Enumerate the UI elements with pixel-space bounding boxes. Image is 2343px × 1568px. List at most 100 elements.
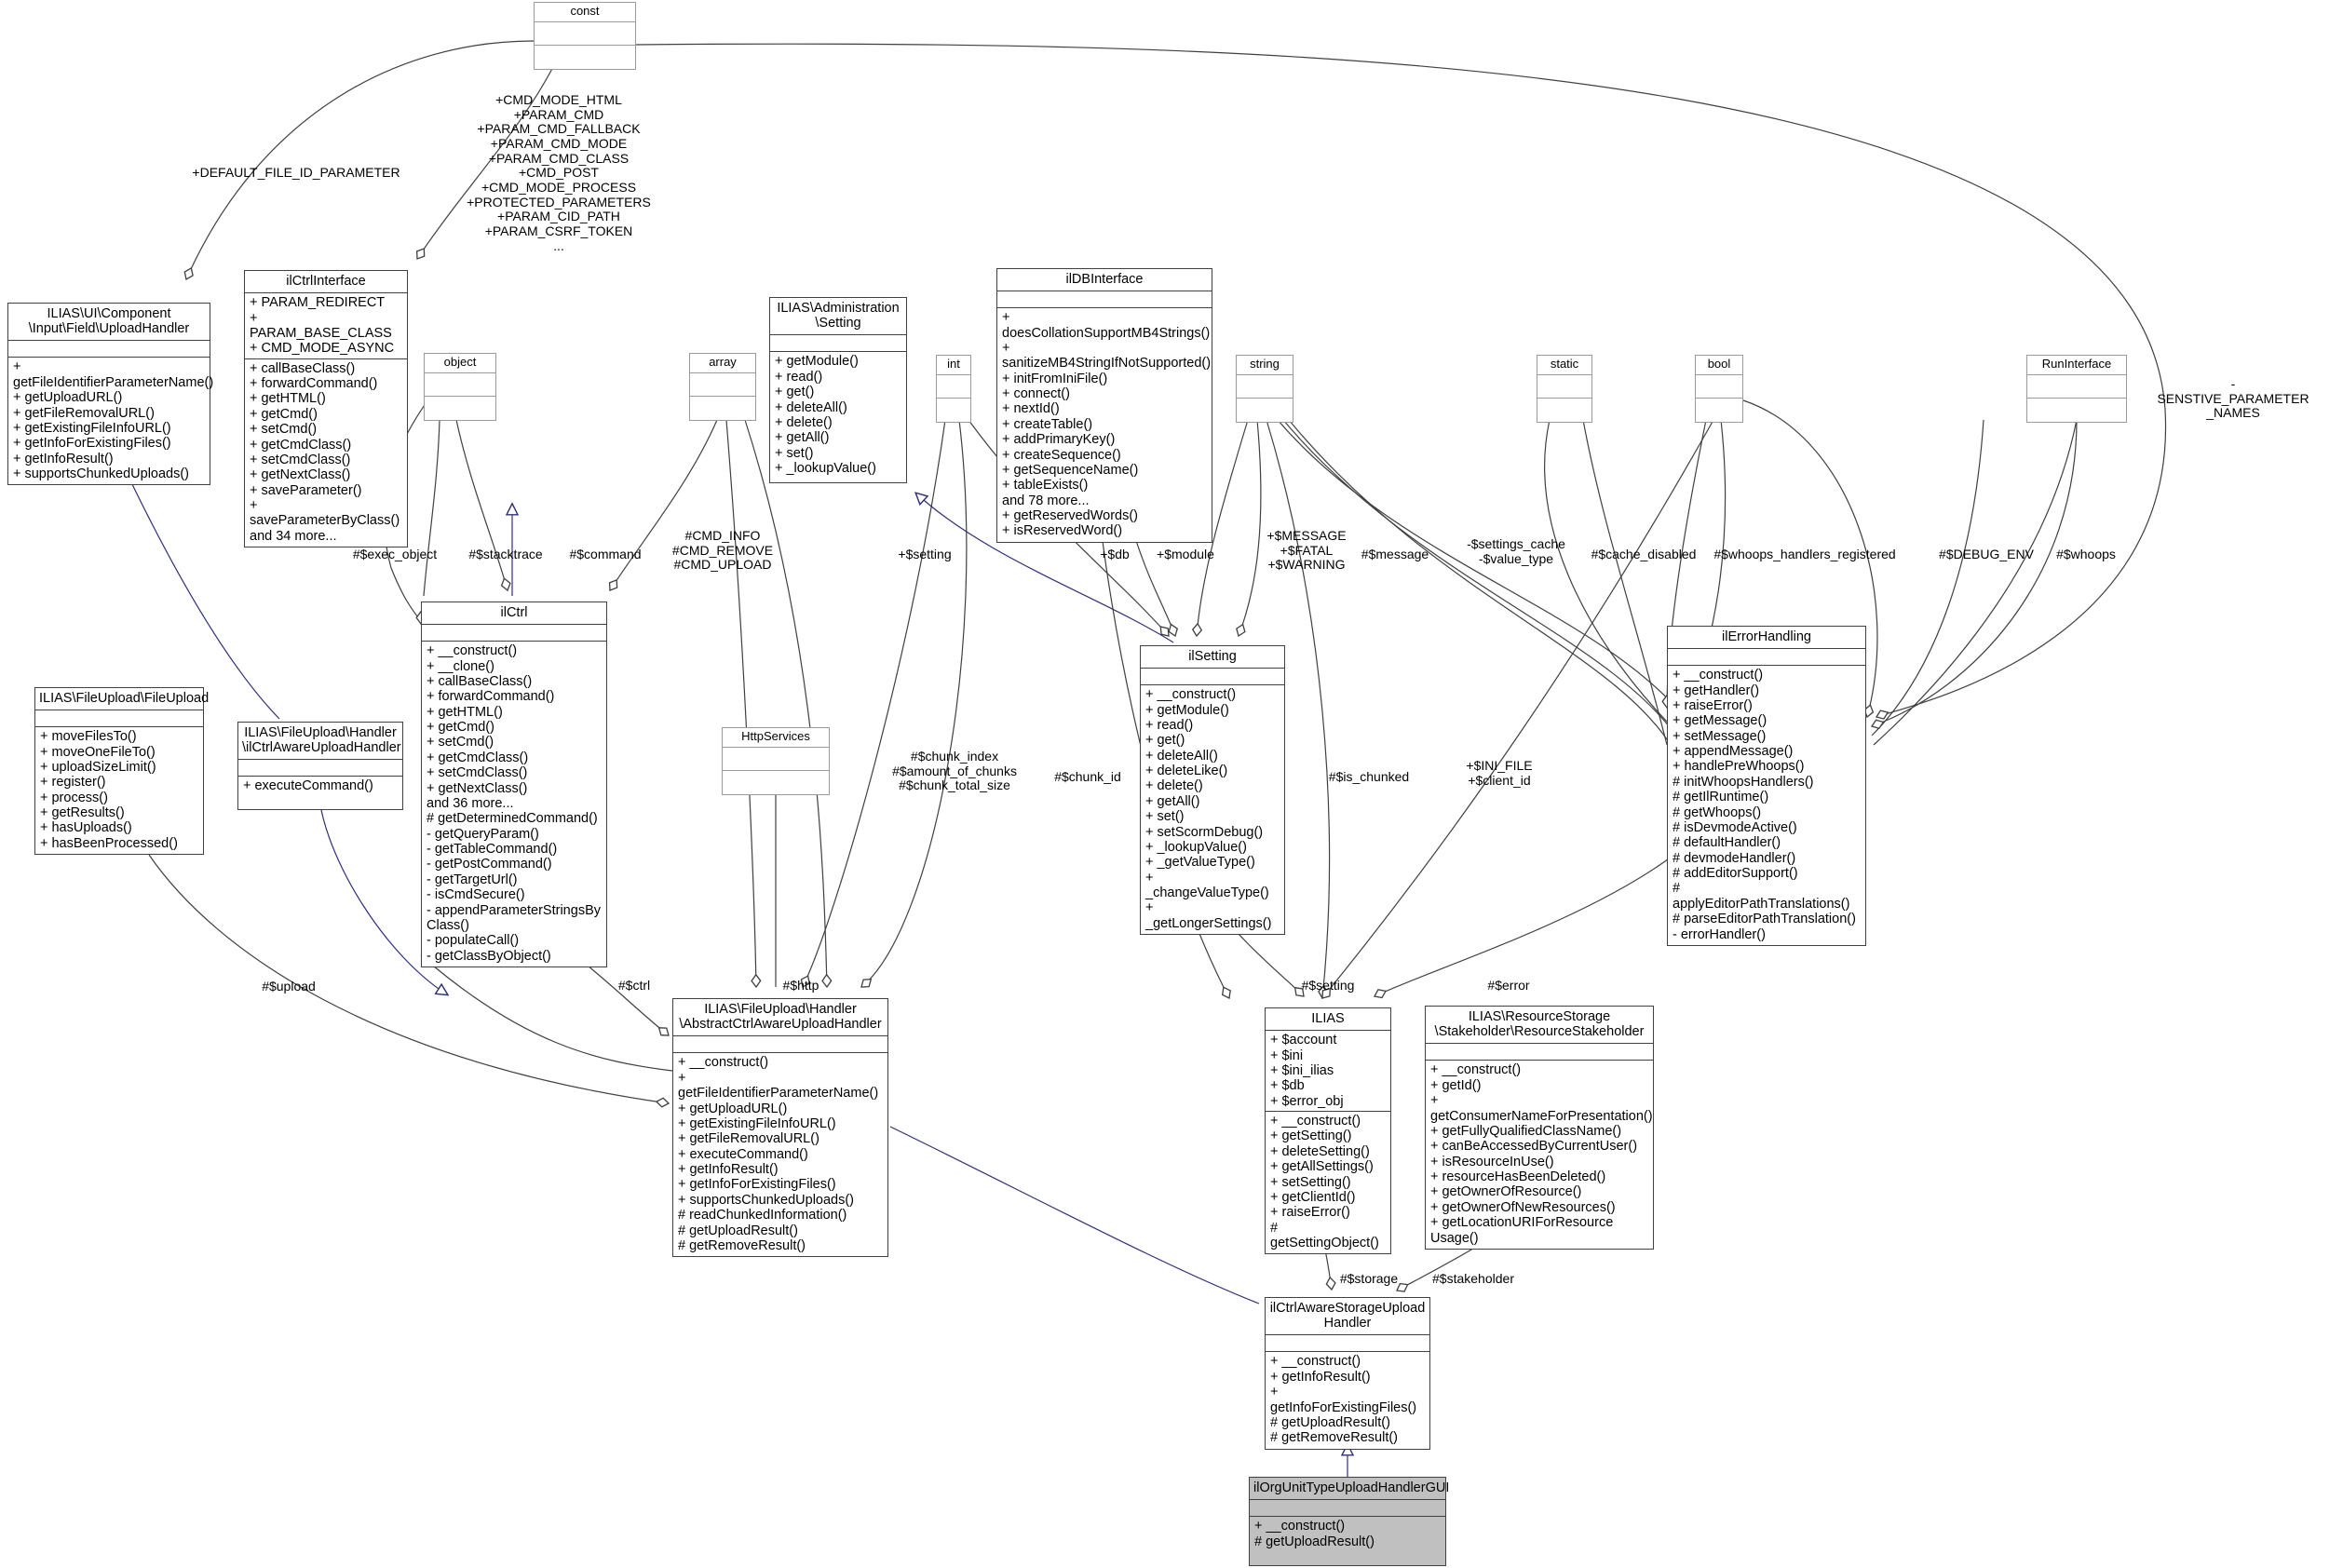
class-operation-row: + getLocationURIForResource Usage()	[1430, 1215, 1614, 1246]
uml-class-resourcestakeholder[interactable]: ILIAS\ResourceStorage \Stakeholder\Resou…	[1425, 1006, 1654, 1250]
class-operations: + __construct()+ getId()+ getConsumerNam…	[1426, 1061, 1653, 1249]
class-operation-row: + deleteAll()	[775, 399, 847, 415]
uml-class-const[interactable]: const	[534, 2, 636, 70]
class-title: ilOrgUnitTypeUploadHandlerGUI	[1250, 1478, 1449, 1501]
class-operation-row: and 34 more...	[250, 528, 337, 544]
edge-label-chunk-index-amount-total: #$chunk_index #$amount_of_chunks #$chunk…	[892, 749, 1017, 793]
class-attributes	[1266, 1335, 1429, 1353]
class-operation-row: + getNextClass()	[427, 780, 528, 796]
class-operation-row: + process()	[40, 790, 108, 805]
class-attributes	[1237, 375, 1293, 399]
uml-class-array[interactable]: array	[689, 353, 756, 421]
class-attributes	[1141, 669, 1284, 686]
uml-class-ilctrl[interactable]: ilCtrl+ __construct()+ __clone()+ callBa…	[421, 602, 607, 968]
class-operation-row: # getUploadResult()	[1270, 1414, 1390, 1430]
class-operation-row: + getModule()	[1145, 702, 1229, 718]
uml-class-object[interactable]: object	[424, 353, 496, 421]
edge-label-const-members: +CMD_MODE_HTML +PARAM_CMD +PARAM_CMD_FAL…	[467, 92, 651, 253]
uml-class-ilsetting[interactable]: ilSetting+ __construct()+ getModule()+ r…	[1140, 645, 1285, 936]
uml-class-adminsetting[interactable]: ILIAS\Administration \Setting+ getModule…	[769, 297, 907, 483]
uml-class-ilctrlinterface[interactable]: ilCtrlInterface+ PARAM_REDIRECT+ PARAM_B…	[244, 270, 408, 548]
uml-class-abstractctrlawareuploadhandler[interactable]: ILIAS\FileUpload\Handler \AbstractCtrlAw…	[672, 998, 888, 1258]
class-operation-row: - getQueryParam()	[427, 826, 539, 842]
edge-label-default-file-id-parameter: +DEFAULT_FILE_ID_PARAMETER	[192, 165, 400, 180]
class-operation-row: + getExistingFileInfoURL()	[678, 1115, 836, 1131]
class-operation-row: # getSettingObject()	[1270, 1220, 1379, 1251]
class-operation-row: + __construct()	[1270, 1114, 1361, 1129]
class-operation-row: + getSetting()	[1270, 1129, 1352, 1144]
class-attributes	[35, 710, 203, 728]
class-operation-row: + getInfoResult()	[1270, 1369, 1371, 1385]
class-attributes	[422, 625, 606, 642]
uml-class-ilias[interactable]: ILIAS+ $account+ $ini+ $ini_ilias+ $db+ …	[1265, 1007, 1391, 1255]
uml-class-ilerrorhandling[interactable]: ilErrorHandling+ __construct()+ getHandl…	[1667, 626, 1866, 946]
class-operation-row: + __construct()	[1673, 668, 1764, 683]
class-title: RunInterface	[2027, 356, 2126, 375]
edge-label-chunk-id: #$chunk_id	[1054, 769, 1121, 784]
class-operation-row: + getMessage()	[1673, 713, 1767, 729]
uml-class-string[interactable]: string	[1236, 355, 1293, 423]
uml-class-static[interactable]: static	[1537, 355, 1592, 423]
class-operations: + callBaseClass()+ forwardCommand()+ get…	[245, 359, 407, 547]
class-operation-row: + forwardCommand()	[250, 376, 378, 392]
class-operation-row: + getId()	[1430, 1077, 1482, 1093]
uml-class-runinterface[interactable]: RunInterface	[2026, 355, 2127, 423]
class-operation-row: + read()	[775, 369, 823, 385]
edge-label-ctrl-edge: #$ctrl	[617, 978, 651, 993]
class-operation-row: # getDeterminedCommand()	[427, 811, 598, 827]
class-operations	[425, 397, 495, 420]
class-operations: + __construct()+ getHandler()+ raiseErro…	[1668, 666, 1865, 945]
class-operation-row: + raiseError()	[1673, 697, 1753, 713]
class-operations	[723, 771, 829, 794]
class-operation-row: + read()	[1145, 717, 1194, 733]
class-attributes	[1696, 375, 1742, 399]
edge-label-stakeholder-edge: #$stakeholder	[1432, 1271, 1514, 1286]
uml-class-ilorgunittypeuploadhandlergui[interactable]: ilOrgUnitTypeUploadHandlerGUI+ __constru…	[1249, 1477, 1449, 1566]
class-operations	[690, 397, 755, 420]
class-operation-row: + getHTML()	[250, 391, 326, 407]
class-operations	[1237, 399, 1293, 422]
class-operation-row: + getAllSettings()	[1270, 1159, 1374, 1175]
class-attributes	[238, 760, 402, 777]
uml-class-int[interactable]: int	[936, 355, 971, 423]
class-operation-row: + isResourceInUse()	[1430, 1154, 1554, 1169]
class-operations: + executeCommand()	[238, 777, 402, 796]
uml-class-httpservices[interactable]: HttpServices	[722, 727, 830, 795]
uml-class-ilctrlawarestorageuploadhandler[interactable]: ilCtrlAwareStorageUpload Handler+ __cons…	[1265, 1297, 1430, 1450]
uml-class-ilctrlawareuploadhandler[interactable]: ILIAS\FileUpload\Handler \ilCtrlAwareUpl…	[237, 722, 403, 810]
uml-class-bool[interactable]: bool	[1695, 355, 1743, 423]
class-attributes	[937, 375, 970, 399]
class-operation-row: + getInfoForExistingFiles()	[13, 436, 171, 452]
class-title: ilSetting	[1141, 646, 1284, 669]
edge-label-error-edge: #$error	[1487, 978, 1530, 993]
class-operation-row: # defaultHandler()	[1673, 835, 1781, 851]
class-operation-row: + initFromIniFile()	[1002, 371, 1108, 386]
uml-class-ilfileupload[interactable]: ILIAS\FileUpload\FileUpload+ moveFilesTo…	[34, 687, 209, 856]
class-attribute-row: + $account	[1270, 1033, 1337, 1048]
class-operation-row: - isCmdSecure()	[427, 887, 525, 903]
class-operation-row: + handlePreWhoops()	[1673, 759, 1805, 775]
edge-label-message-fatal-warning: +$MESSAGE +$FATAL +$WARNING	[1266, 528, 1347, 573]
class-attributes	[997, 291, 1212, 309]
uml-class-uploadhandler[interactable]: ILIAS\UI\Component \Input\Field\UploadHa…	[7, 303, 213, 486]
class-operation-row: + deleteSetting()	[1270, 1143, 1370, 1159]
class-operation-row: + createTable()	[1002, 416, 1093, 432]
class-title: ILIAS\FileUpload\FileUpload	[35, 688, 209, 711]
class-operation-row: # getUploadResult()	[678, 1223, 798, 1238]
class-operation-row: + setScormDebug()	[1145, 824, 1264, 840]
class-operations: + __construct()+ getFileIdentifierParame…	[673, 1053, 887, 1256]
class-operation-row: + setCmd()	[250, 422, 318, 438]
class-attributes	[1537, 375, 1591, 399]
uml-class-ildbinterface[interactable]: ilDBInterface+ doesCollationSupportMB4St…	[996, 268, 1212, 543]
class-operation-row: + getHandler()	[1673, 683, 1760, 698]
class-attribute-row: + PARAM_BASE_CLASS	[250, 310, 392, 341]
class-title: ilDBInterface	[997, 269, 1212, 292]
class-title: ilCtrl	[422, 602, 606, 626]
class-operation-row: + get()	[1145, 733, 1185, 749]
class-title: const	[535, 3, 635, 22]
class-title: ILIAS\ResourceStorage \Stakeholder\Resou…	[1426, 1007, 1653, 1045]
class-operation-row: # getWhoops()	[1673, 804, 1762, 820]
edge-label-whoops-edge: #$whoops	[2056, 547, 2116, 561]
class-operation-row: and 36 more...	[427, 795, 514, 811]
